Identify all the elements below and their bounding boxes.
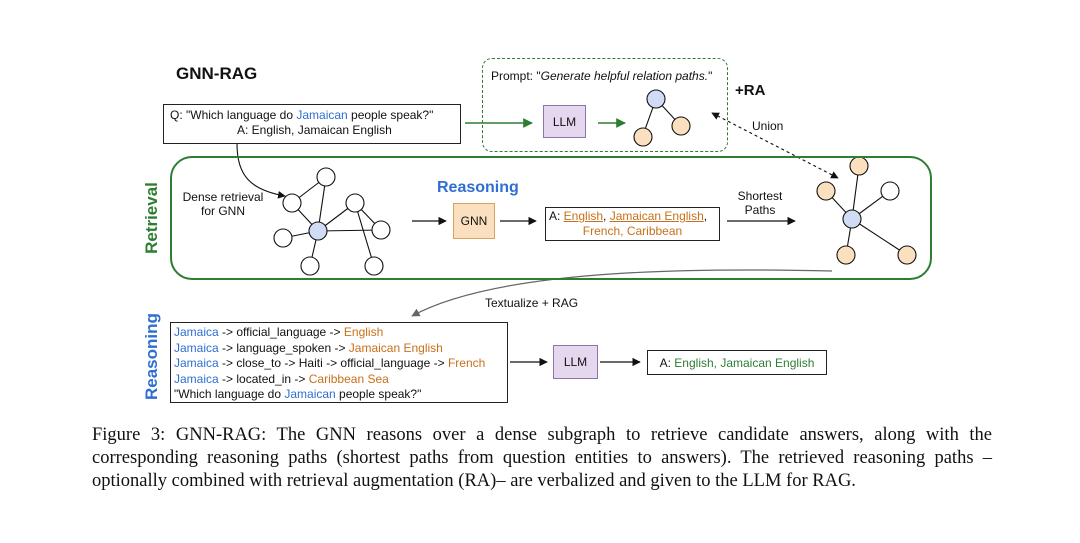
path-relations: -> language_spoken -> bbox=[218, 340, 349, 355]
prompt-suffix: " bbox=[708, 69, 713, 83]
caption-method: GNN-RAG bbox=[175, 425, 262, 445]
question-box: Q: "Which language do Jamaican people sp… bbox=[163, 104, 461, 144]
prompt-box bbox=[482, 58, 728, 152]
prompt-path-tree bbox=[633, 89, 691, 147]
candidate-answer-english: English bbox=[563, 209, 604, 223]
path-answer: Caribbean Sea bbox=[308, 371, 389, 386]
dense-subgraph bbox=[273, 167, 391, 276]
candidate-answers-line2: French, Caribbean bbox=[582, 224, 683, 238]
path-line: Jamaica -> close_to -> Haiti -> official… bbox=[174, 356, 504, 372]
final-answer-box: A: English, Jamaican English bbox=[647, 350, 827, 375]
question-text: Q: "Which language do bbox=[170, 108, 297, 122]
dense-retrieval-label: Dense retrieval for GNN bbox=[182, 190, 264, 218]
prompt-instruction: Generate helpful relation paths. bbox=[540, 69, 709, 83]
reasoning-vertical-label: Reasoning bbox=[142, 313, 161, 400]
figure-caption: Figure 3: GNN-RAG: The GNN reasons over … bbox=[92, 424, 992, 493]
path-answer: English bbox=[343, 325, 384, 339]
figure-graphics bbox=[236, 89, 917, 367]
path-relations: -> located_in -> bbox=[218, 371, 309, 386]
prompt-prefix: Prompt: " bbox=[491, 69, 541, 83]
ra-label: +RA bbox=[735, 82, 766, 99]
union-label: Union bbox=[752, 119, 784, 133]
path-entity: Jamaica bbox=[174, 340, 219, 355]
candidate-answers-box: A: English, Jamaican English, French, Ca… bbox=[545, 207, 720, 241]
prompt-text: Prompt: "Generate helpful relation paths… bbox=[491, 69, 712, 83]
reasoning-heading: Reasoning bbox=[437, 179, 519, 196]
caption-text: : The GNN reasons over a dense subgraph … bbox=[92, 425, 992, 491]
candidate-answers-line1: A: English, Jamaican English, bbox=[549, 209, 708, 223]
path-line: Jamaica -> located_in -> Caribbean Sea bbox=[174, 372, 504, 388]
path-answer: Jamaican English bbox=[348, 340, 443, 355]
shortest-paths-label: Shortest Paths bbox=[737, 189, 783, 217]
textualize-arrow bbox=[411, 269, 833, 317]
path-entity: Jamaica bbox=[174, 325, 219, 339]
path-line: Jamaica -> official_language -> English bbox=[174, 325, 504, 341]
question-line: Q: "Which language do Jamaican people sp… bbox=[170, 108, 454, 123]
question-text-end: people speak?" bbox=[347, 108, 434, 122]
path-relations: -> official_language -> bbox=[218, 325, 344, 339]
llm-box-top: LLM bbox=[543, 105, 586, 138]
path-answer: French bbox=[447, 356, 486, 370]
path-question-line: "Which language do Jamaican people speak… bbox=[174, 387, 504, 403]
llm-box-bottom: LLM bbox=[553, 345, 598, 379]
retrieval-box bbox=[170, 156, 932, 280]
figure-title: GNN-RAG bbox=[176, 64, 258, 83]
path-question-entity: Jamaican bbox=[284, 387, 336, 401]
path-line: Jamaica -> language_spoken -> Jamaican E… bbox=[174, 341, 504, 357]
retrieval-vertical-label: Retrieval bbox=[142, 182, 161, 254]
question-to-retrieval-arrow bbox=[236, 143, 286, 199]
textualize-label: Textualize + RAG bbox=[485, 296, 579, 310]
path-question-text-end: people speak?" bbox=[335, 387, 422, 401]
final-answer-text: A: English, Jamaican English bbox=[659, 355, 815, 370]
reasoning-paths-box: Jamaica -> official_language -> English … bbox=[170, 322, 508, 403]
path-question-text: "Which language do bbox=[174, 387, 285, 401]
path-relations: -> close_to -> Haiti -> official_languag… bbox=[218, 356, 448, 370]
gnn-rag-figure: GNN-RAG Q: "Which language do Jamaican p… bbox=[142, 58, 932, 403]
question-answer: A: English, Jamaican English bbox=[237, 123, 392, 137]
caption-label: Figure 3: bbox=[92, 425, 176, 445]
question-entity: Jamaican bbox=[296, 108, 348, 122]
answer-prefix: A: bbox=[549, 209, 564, 223]
path-entity: Jamaica bbox=[174, 356, 219, 370]
path-entity: Jamaica bbox=[174, 371, 219, 386]
shortest-path-tree bbox=[816, 156, 917, 265]
gnn-box: GNN bbox=[453, 203, 495, 239]
candidate-answer-jamaican-english: Jamaican English bbox=[609, 209, 704, 223]
